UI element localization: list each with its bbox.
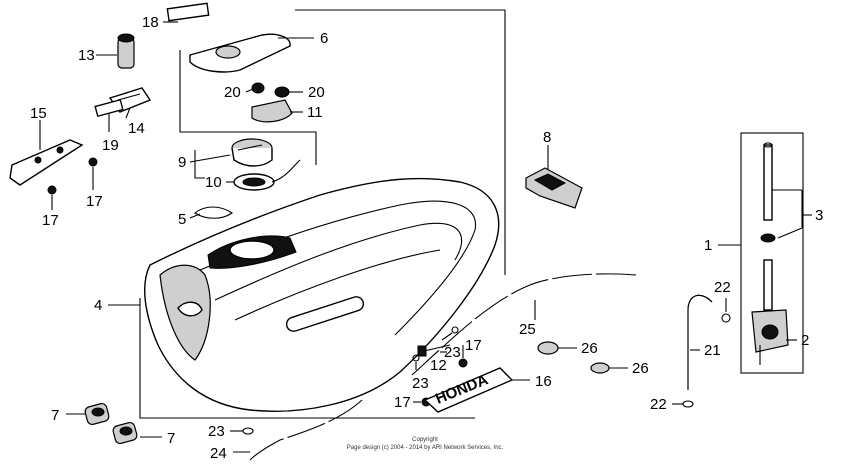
grommet-26a: [537, 341, 559, 355]
callout-17d: 17: [394, 394, 411, 411]
callout-17b: 17: [86, 193, 103, 210]
fuel-petcock: [751, 142, 789, 365]
callout-22a: 22: [714, 279, 731, 296]
callout-17a: 17: [42, 212, 59, 229]
cap-base-ring: [233, 159, 301, 191]
bolt-12: [417, 344, 451, 357]
callout-12: 12: [430, 357, 447, 374]
callout-26b: 26: [632, 360, 649, 377]
callouts: 1 2 3 4 5 6 7 7 8 9 10 11 12 13 14 15 16…: [30, 14, 823, 462]
callout-8: 8: [543, 129, 551, 146]
callout-18: 18: [142, 14, 159, 31]
grommet-26b: [590, 362, 610, 374]
callout-26a: 26: [581, 340, 598, 357]
mount-bracket-15: [9, 139, 84, 186]
callout-1: 1: [704, 237, 712, 254]
cap-cover-plate: [189, 33, 291, 73]
washer-23-bottom: [242, 427, 254, 435]
callout-23c: 23: [208, 423, 225, 440]
group-bracket-tank-bottom: [139, 298, 475, 419]
hose-24: [249, 399, 363, 461]
callout-21: 21: [704, 342, 721, 359]
callout-17c: 17: [465, 337, 482, 354]
leader-lines: [39, 21, 812, 453]
screw-17-mid: [88, 157, 98, 167]
callout-2: 2: [801, 332, 809, 349]
honda-emblem-16: HONDA: [423, 367, 514, 413]
fuel-cap: [231, 138, 273, 167]
leader-9-10-bracket: [194, 150, 205, 179]
callout-11: 11: [307, 104, 323, 121]
rubber-cap-7b: [112, 421, 138, 445]
copyright-line2: Page design (c) 2004 - 2014 by ARI Netwo…: [347, 445, 504, 451]
callout-23b: 23: [412, 375, 429, 392]
callout-19: 19: [102, 137, 119, 154]
callout-23a: 23: [444, 344, 461, 361]
grommet-20a: [251, 82, 265, 94]
callout-4: 4: [94, 297, 102, 314]
callout-20a: 20: [224, 84, 241, 101]
callout-25: 25: [519, 321, 536, 338]
callout-5: 5: [178, 211, 186, 228]
group-bracket-tank: [295, 9, 506, 275]
nut-17-mid: [458, 358, 468, 368]
clip-5: [194, 206, 233, 219]
rubber-cap-7a: [84, 402, 110, 426]
side-mount-8: [525, 167, 583, 209]
clip-22-top: [721, 313, 731, 323]
label-plate-18: [166, 2, 210, 22]
callout-13: 13: [78, 47, 95, 64]
clip-22-bottom: [682, 400, 694, 408]
callout-7a: 7: [51, 407, 59, 424]
callout-20b: 20: [308, 84, 325, 101]
callout-7b: 7: [167, 430, 175, 447]
callout-3: 3: [815, 207, 823, 224]
callout-16: 16: [535, 373, 552, 390]
callout-9: 9: [178, 154, 186, 171]
grommet-20b: [274, 86, 290, 98]
cap-lock-13: [117, 33, 135, 69]
callout-24: 24: [210, 445, 227, 462]
group-bracket-cap: [179, 50, 317, 165]
washer-23-top: [451, 326, 459, 334]
washer-23-mid: [412, 354, 420, 362]
callout-22b: 22: [650, 396, 667, 413]
hose-25: [411, 273, 637, 376]
callout-14: 14: [128, 120, 145, 137]
bracket-11: [251, 99, 293, 123]
callout-6: 6: [320, 30, 328, 47]
screw-17-left: [47, 185, 57, 195]
callout-10: 10: [205, 174, 222, 191]
callout-15: 15: [30, 105, 47, 122]
copyright-line1: Copyright: [412, 437, 438, 443]
plate-19: [94, 98, 124, 118]
fuel-tank: [144, 177, 500, 412]
petcock-frame: [740, 132, 804, 374]
